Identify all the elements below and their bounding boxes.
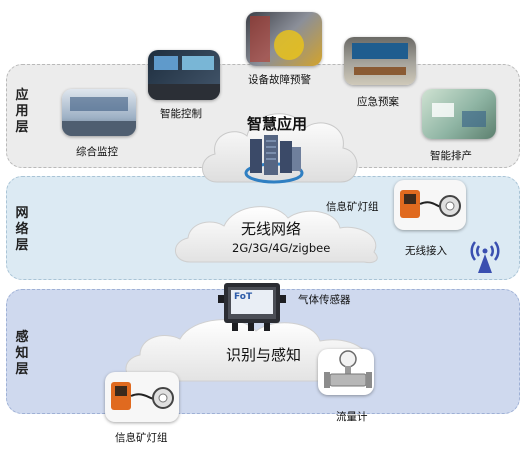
- sensing-cloud-label: 识别与感知: [226, 346, 302, 364]
- server-rack-icon: [244, 135, 304, 184]
- network-miner-lamp-image: [394, 180, 466, 230]
- monitor-label: 综合监控: [76, 146, 118, 158]
- smart-app-cloud-icon: [202, 113, 358, 183]
- control-label: 智能控制: [160, 108, 202, 120]
- fault-label: 设备故障预警: [248, 74, 311, 86]
- wireless-network-cloud-icon: [175, 206, 378, 263]
- emergency-room-image: [344, 37, 416, 85]
- application-layer-title: 应用层: [15, 88, 29, 135]
- control-room-image: [148, 50, 220, 100]
- emergency-label: 应急预案: [357, 96, 399, 108]
- network-layer-title: 网络层: [15, 206, 29, 253]
- wireless-antenna-icon: [470, 241, 500, 273]
- gas-sensor-brand: FoT: [234, 292, 253, 302]
- sensing-miner-lamp-image: [105, 372, 179, 422]
- wireless-network-title: 无线网络: [241, 220, 302, 238]
- monitor-center-image: [62, 89, 136, 136]
- network-lamp-label: 信息矿灯组: [326, 201, 379, 213]
- flowmeter-label: 流量计: [336, 411, 368, 423]
- gas-sensor-label: 气体传感器: [298, 294, 351, 306]
- smart-app-cloud-label: 智慧应用: [247, 115, 308, 133]
- scheduling-image: [422, 89, 496, 139]
- fault-warning-image: [246, 12, 322, 66]
- sensing-lamp-label: 信息矿灯组: [115, 432, 168, 444]
- wireless-network-subtitle: 2G/3G/4G/zigbee: [232, 241, 331, 255]
- gas-sensor-device-icon: [218, 283, 286, 331]
- flowmeter-image: [318, 349, 374, 395]
- sensing-layer-title: 感知层: [15, 330, 29, 377]
- wireless-access-label: 无线接入: [405, 245, 447, 257]
- scheduling-label: 智能排产: [430, 150, 472, 162]
